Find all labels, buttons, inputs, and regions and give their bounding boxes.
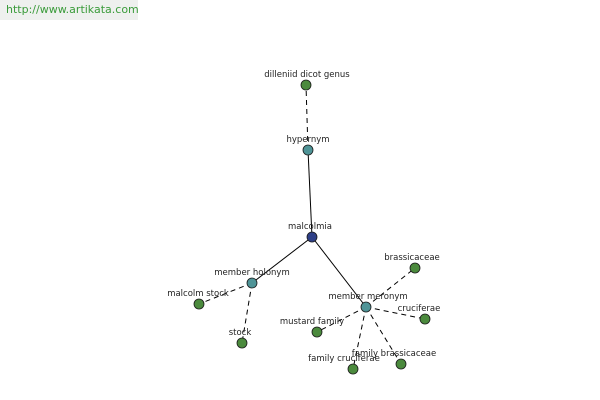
node-circle-dilleniid-dicot-genus[interactable] <box>300 79 312 91</box>
node-label-malcolmia: malcolmia <box>288 222 332 232</box>
node-label-member-holonym: member holonym <box>214 268 289 278</box>
node-label-malcolm-stock: malcolm stock <box>167 289 229 299</box>
node-label-family-cruciferae: family cruciferae <box>308 354 380 364</box>
node-malcolm-stock[interactable]: malcolm stock <box>167 289 229 310</box>
node-circle-malcolmia[interactable] <box>306 231 318 243</box>
edge-member-holonym-to-malcolm-stock <box>198 282 253 305</box>
node-stock[interactable]: stock <box>229 328 252 349</box>
edge-member-meronym-to-brassicaceae <box>365 267 416 308</box>
edge-member-meronym-to-family-brassicaceae <box>365 306 402 365</box>
node-circle-stock[interactable] <box>236 337 248 349</box>
edge-member-meronym-to-family-cruciferae <box>352 306 367 370</box>
node-circle-malcolm-stock[interactable] <box>193 298 205 310</box>
edge-malcolmia-to-member-meronym <box>311 236 367 308</box>
edge-malcolmia-to-hypernym <box>307 149 313 238</box>
node-cruciferae[interactable]: cruciferae <box>398 304 441 325</box>
node-circle-hypernym[interactable] <box>302 144 314 156</box>
node-label-brassicaceae: brassicaceae <box>384 253 440 263</box>
site-url-link[interactable]: http://www.artikata.com <box>0 0 139 20</box>
node-hypernym[interactable]: hypernym <box>286 135 330 156</box>
node-label-stock: stock <box>229 328 252 338</box>
node-label-member-meronym: member meronym <box>328 292 407 302</box>
edge-malcolmia-to-member-holonym <box>251 236 313 284</box>
edge-hypernym-to-dilleniid-dicot-genus <box>305 84 309 151</box>
node-family-brassicaceae[interactable]: family brassicaceae <box>352 349 436 370</box>
node-circle-member-holonym[interactable] <box>246 277 258 289</box>
node-circle-family-cruciferae[interactable] <box>347 363 359 375</box>
node-mustard-family[interactable]: mustard family <box>280 317 344 338</box>
node-label-hypernym: hypernym <box>286 135 329 145</box>
edge-member-holonym-to-stock <box>241 282 253 344</box>
node-dilleniid-dicot-genus[interactable]: dilleniid dicot genus <box>264 70 350 91</box>
node-label-family-brassicaceae: family brassicaceae <box>352 349 436 359</box>
edge-member-meronym-to-mustard-family <box>316 306 367 333</box>
node-circle-brassicaceae[interactable] <box>409 262 421 274</box>
node-circle-family-brassicaceae[interactable] <box>395 358 407 370</box>
node-layer: malcolmia hypernym member holonym member me… <box>167 70 441 375</box>
node-member-meronym[interactable]: member meronym <box>328 292 408 313</box>
edge-layer <box>198 84 426 370</box>
node-circle-cruciferae[interactable] <box>419 313 431 325</box>
node-brassicaceae[interactable]: brassicaceae <box>384 253 440 274</box>
node-circle-mustard-family[interactable] <box>311 326 323 338</box>
node-malcolmia[interactable]: malcolmia <box>288 222 332 243</box>
node-label-cruciferae: cruciferae <box>398 304 441 314</box>
node-label-dilleniid-dicot-genus: dilleniid dicot genus <box>264 70 350 80</box>
node-label-mustard-family: mustard family <box>280 317 344 327</box>
edge-member-meronym-to-cruciferae <box>365 306 426 320</box>
node-circle-member-meronym[interactable] <box>360 301 372 313</box>
node-family-cruciferae[interactable]: family cruciferae <box>308 354 380 375</box>
node-member-holonym[interactable]: member holonym <box>214 268 290 289</box>
